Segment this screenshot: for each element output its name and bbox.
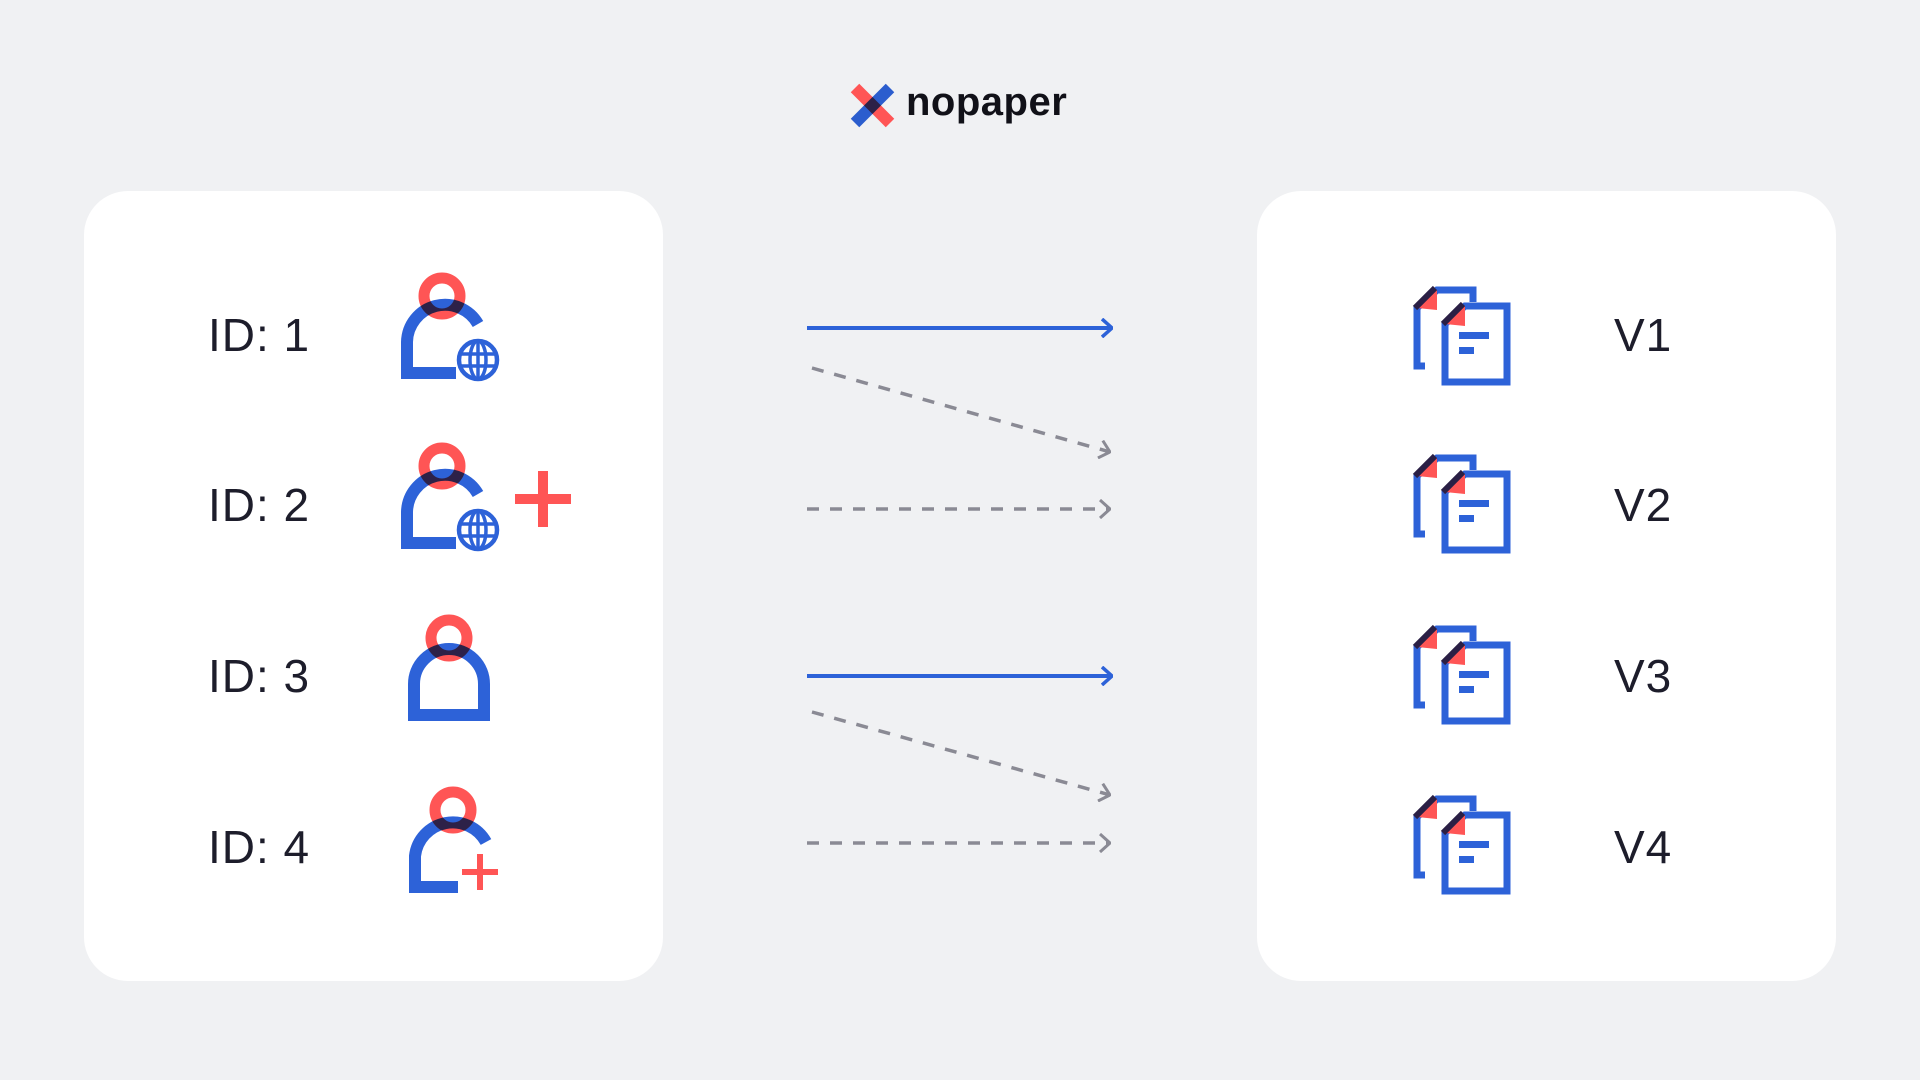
user-globe-add-icon [401,448,571,549]
user-icon [408,620,490,721]
version-label: V4 [1614,821,1673,873]
user-id-label: ID: 1 [208,309,311,361]
nopaper-logo-icon [850,83,895,128]
user-id-label: ID: 3 [208,650,311,702]
documents-icon [1415,627,1507,721]
documents-icon [1415,288,1507,382]
version-label: V3 [1614,650,1673,702]
user-id-label: ID: 2 [208,479,311,531]
version-label: V1 [1614,309,1673,361]
dashed-arrow-4-to-3 [811,710,1110,795]
user-add-icon [409,792,498,893]
documents-icon [1415,797,1507,891]
user-id-label: ID: 4 [208,821,311,873]
users-panel [84,191,663,981]
user-globe-icon [401,278,497,379]
version-label: V2 [1614,479,1673,531]
documents-icon [1415,456,1507,550]
dashed-arrow-2-to-1 [811,366,1110,452]
logo-text: nopaper [906,80,1068,124]
versions-panel [1257,191,1836,981]
